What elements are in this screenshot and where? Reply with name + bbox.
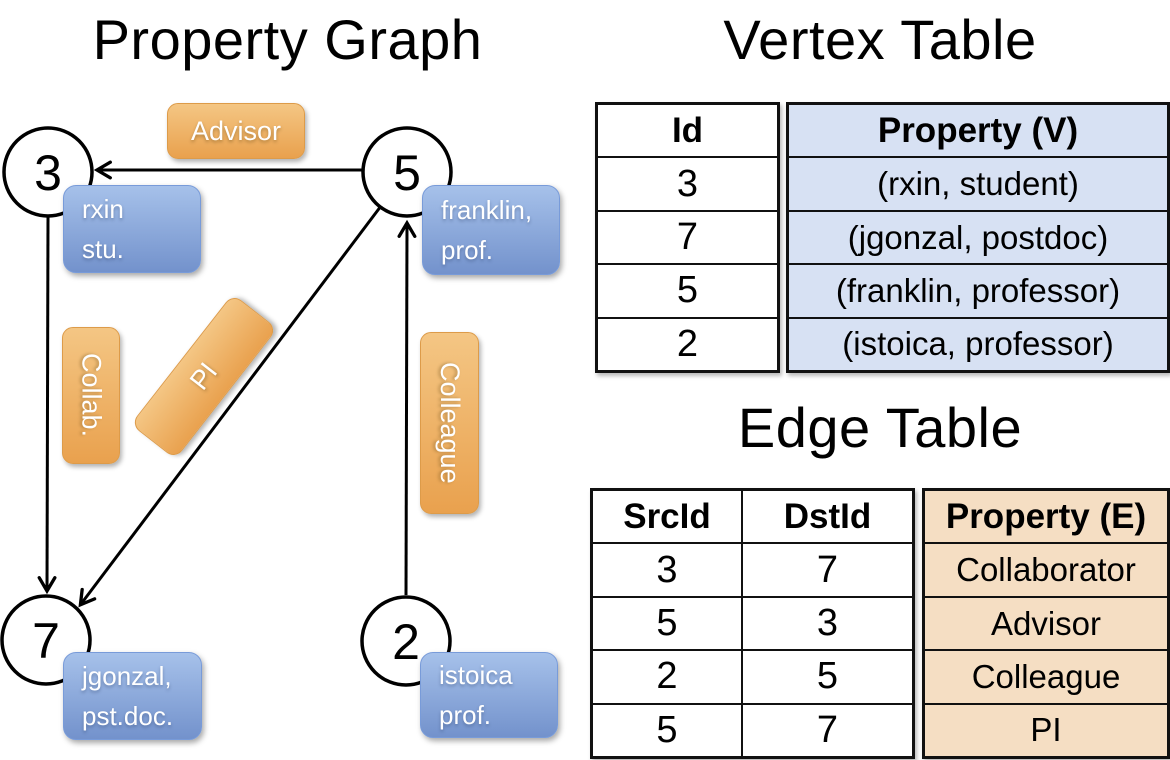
vertex-table-property-cell: (franklin, professor)	[835, 271, 1121, 309]
table-row: Advisor	[925, 595, 1167, 649]
vertex-table-id-cell: 2	[676, 322, 699, 365]
table-row: Property (V)	[789, 105, 1167, 156]
vertex-prop-box-rxin: rxin stu.	[63, 185, 201, 273]
edge-table-property-cell: Advisor	[990, 604, 1102, 642]
edge-table-dst-cell: 7	[741, 544, 912, 596]
vertex-table-id-column: Id 3 7 5 2	[595, 102, 780, 373]
vertex-prop-istoica-line2: prof.	[439, 700, 492, 730]
edge-collab-3-to-7	[37, 216, 57, 595]
edge-table-src-cell: 3	[656, 548, 678, 591]
vertex-prop-box-franklin: franklin, prof.	[422, 185, 560, 275]
edge-pi-5-to-7	[78, 205, 383, 608]
vertex-id-7: 7	[32, 613, 60, 669]
table-row: 3	[598, 156, 777, 209]
property-graph-title: Property Graph	[92, 8, 483, 71]
vertex-prop-box-istoica: istoica prof.	[420, 652, 558, 738]
table-row: 5 3	[593, 595, 912, 650]
table-row: PI	[925, 702, 1167, 756]
edge-table-dst-cell: 5	[741, 651, 912, 703]
edge-table-dstid-header: DstId	[741, 491, 912, 543]
edge-table-srcid-header: SrcId	[623, 496, 711, 536]
table-row: 2 5	[593, 649, 912, 703]
table-row: 2	[598, 316, 777, 370]
vertex-id-5: 5	[393, 145, 421, 201]
edge-label-collab-text: Collab.	[76, 353, 107, 438]
edge-table-property-cell: Collaborator	[956, 551, 1136, 589]
vertex-table-id-cell: 7	[676, 216, 699, 259]
table-row: Colleague	[925, 649, 1167, 702]
vertex-table-id-header: Id	[671, 110, 704, 150]
vertex-prop-box-jgonzal: jgonzal, pst.doc.	[63, 652, 202, 740]
edge-colleague-2-to-5	[397, 219, 417, 596]
table-row: 5	[598, 263, 777, 316]
edge-table-property-column: Property (E) Collaborator Advisor Collea…	[922, 488, 1170, 759]
vertex-id-3: 3	[34, 145, 62, 201]
vertex-prop-istoica-line1: istoica	[439, 659, 513, 690]
vertex-prop-rxin-line1: rxin	[82, 193, 124, 224]
vertex-prop-franklin-line1: franklin,	[441, 194, 533, 225]
edge-label-collab: Collab.	[62, 327, 120, 464]
vertex-table-id-cell: 5	[676, 269, 699, 312]
edge-table-dst-cell: 3	[741, 597, 912, 650]
table-row: 3 7	[593, 542, 912, 596]
table-row: (istoica, professor)	[789, 316, 1167, 370]
table-row: (franklin, professor)	[789, 263, 1167, 316]
table-row: 7	[598, 209, 777, 263]
edge-table-src-dst-columns: SrcId DstId 3 7 5 3 2 5 5 7	[590, 488, 915, 759]
edge-label-colleague: Colleague	[420, 332, 479, 514]
table-row: 5 7	[593, 702, 912, 757]
edge-table-title: Edge Table	[737, 396, 1023, 459]
edge-table-property-cell: PI	[1030, 711, 1062, 749]
edge-label-pi-text: PI	[183, 356, 224, 396]
table-row: Id	[598, 105, 777, 156]
vertex-id-2: 2	[392, 614, 420, 670]
table-row: Collaborator	[925, 542, 1167, 595]
edge-label-advisor-text: Advisor	[190, 115, 282, 146]
vertex-prop-jgonzal-line1: jgonzal,	[82, 660, 172, 691]
edge-table-property-cell: Colleague	[971, 657, 1121, 695]
vertex-table-property-cell: (istoica, professor)	[842, 325, 1114, 363]
vertex-table-property-cell: (jgonzal, postdoc)	[847, 218, 1109, 256]
edge-label-advisor: Advisor	[167, 103, 305, 159]
edge-table-src-cell: 5	[656, 708, 678, 751]
vertex-table-property-column: Property (V) (rxin, student) (jgonzal, p…	[786, 102, 1170, 373]
edge-table-src-cell: 5	[656, 602, 678, 645]
edge-table-dst-cell: 7	[741, 704, 912, 757]
vertex-table-property-cell: (rxin, student)	[877, 165, 1079, 203]
table-row: SrcId DstId	[593, 491, 912, 543]
edge-label-colleague-text: Colleague	[435, 362, 465, 484]
vertex-table-id-cell: 3	[676, 162, 699, 205]
table-row: Property (E)	[925, 491, 1167, 542]
edge-table-property-header: Property (E)	[945, 496, 1147, 536]
vertex-prop-franklin-line2: prof.	[441, 235, 494, 265]
edge-table-src-cell: 2	[656, 655, 678, 698]
vertex-prop-jgonzal-line2: pst.doc.	[82, 701, 174, 731]
vertex-table-property-header: Property (V)	[877, 110, 1079, 150]
vertex-table-title: Vertex Table	[723, 8, 1037, 71]
table-row: (rxin, student)	[789, 156, 1167, 209]
vertex-prop-rxin-line2: stu.	[82, 234, 124, 264]
table-row: (jgonzal, postdoc)	[789, 209, 1167, 263]
